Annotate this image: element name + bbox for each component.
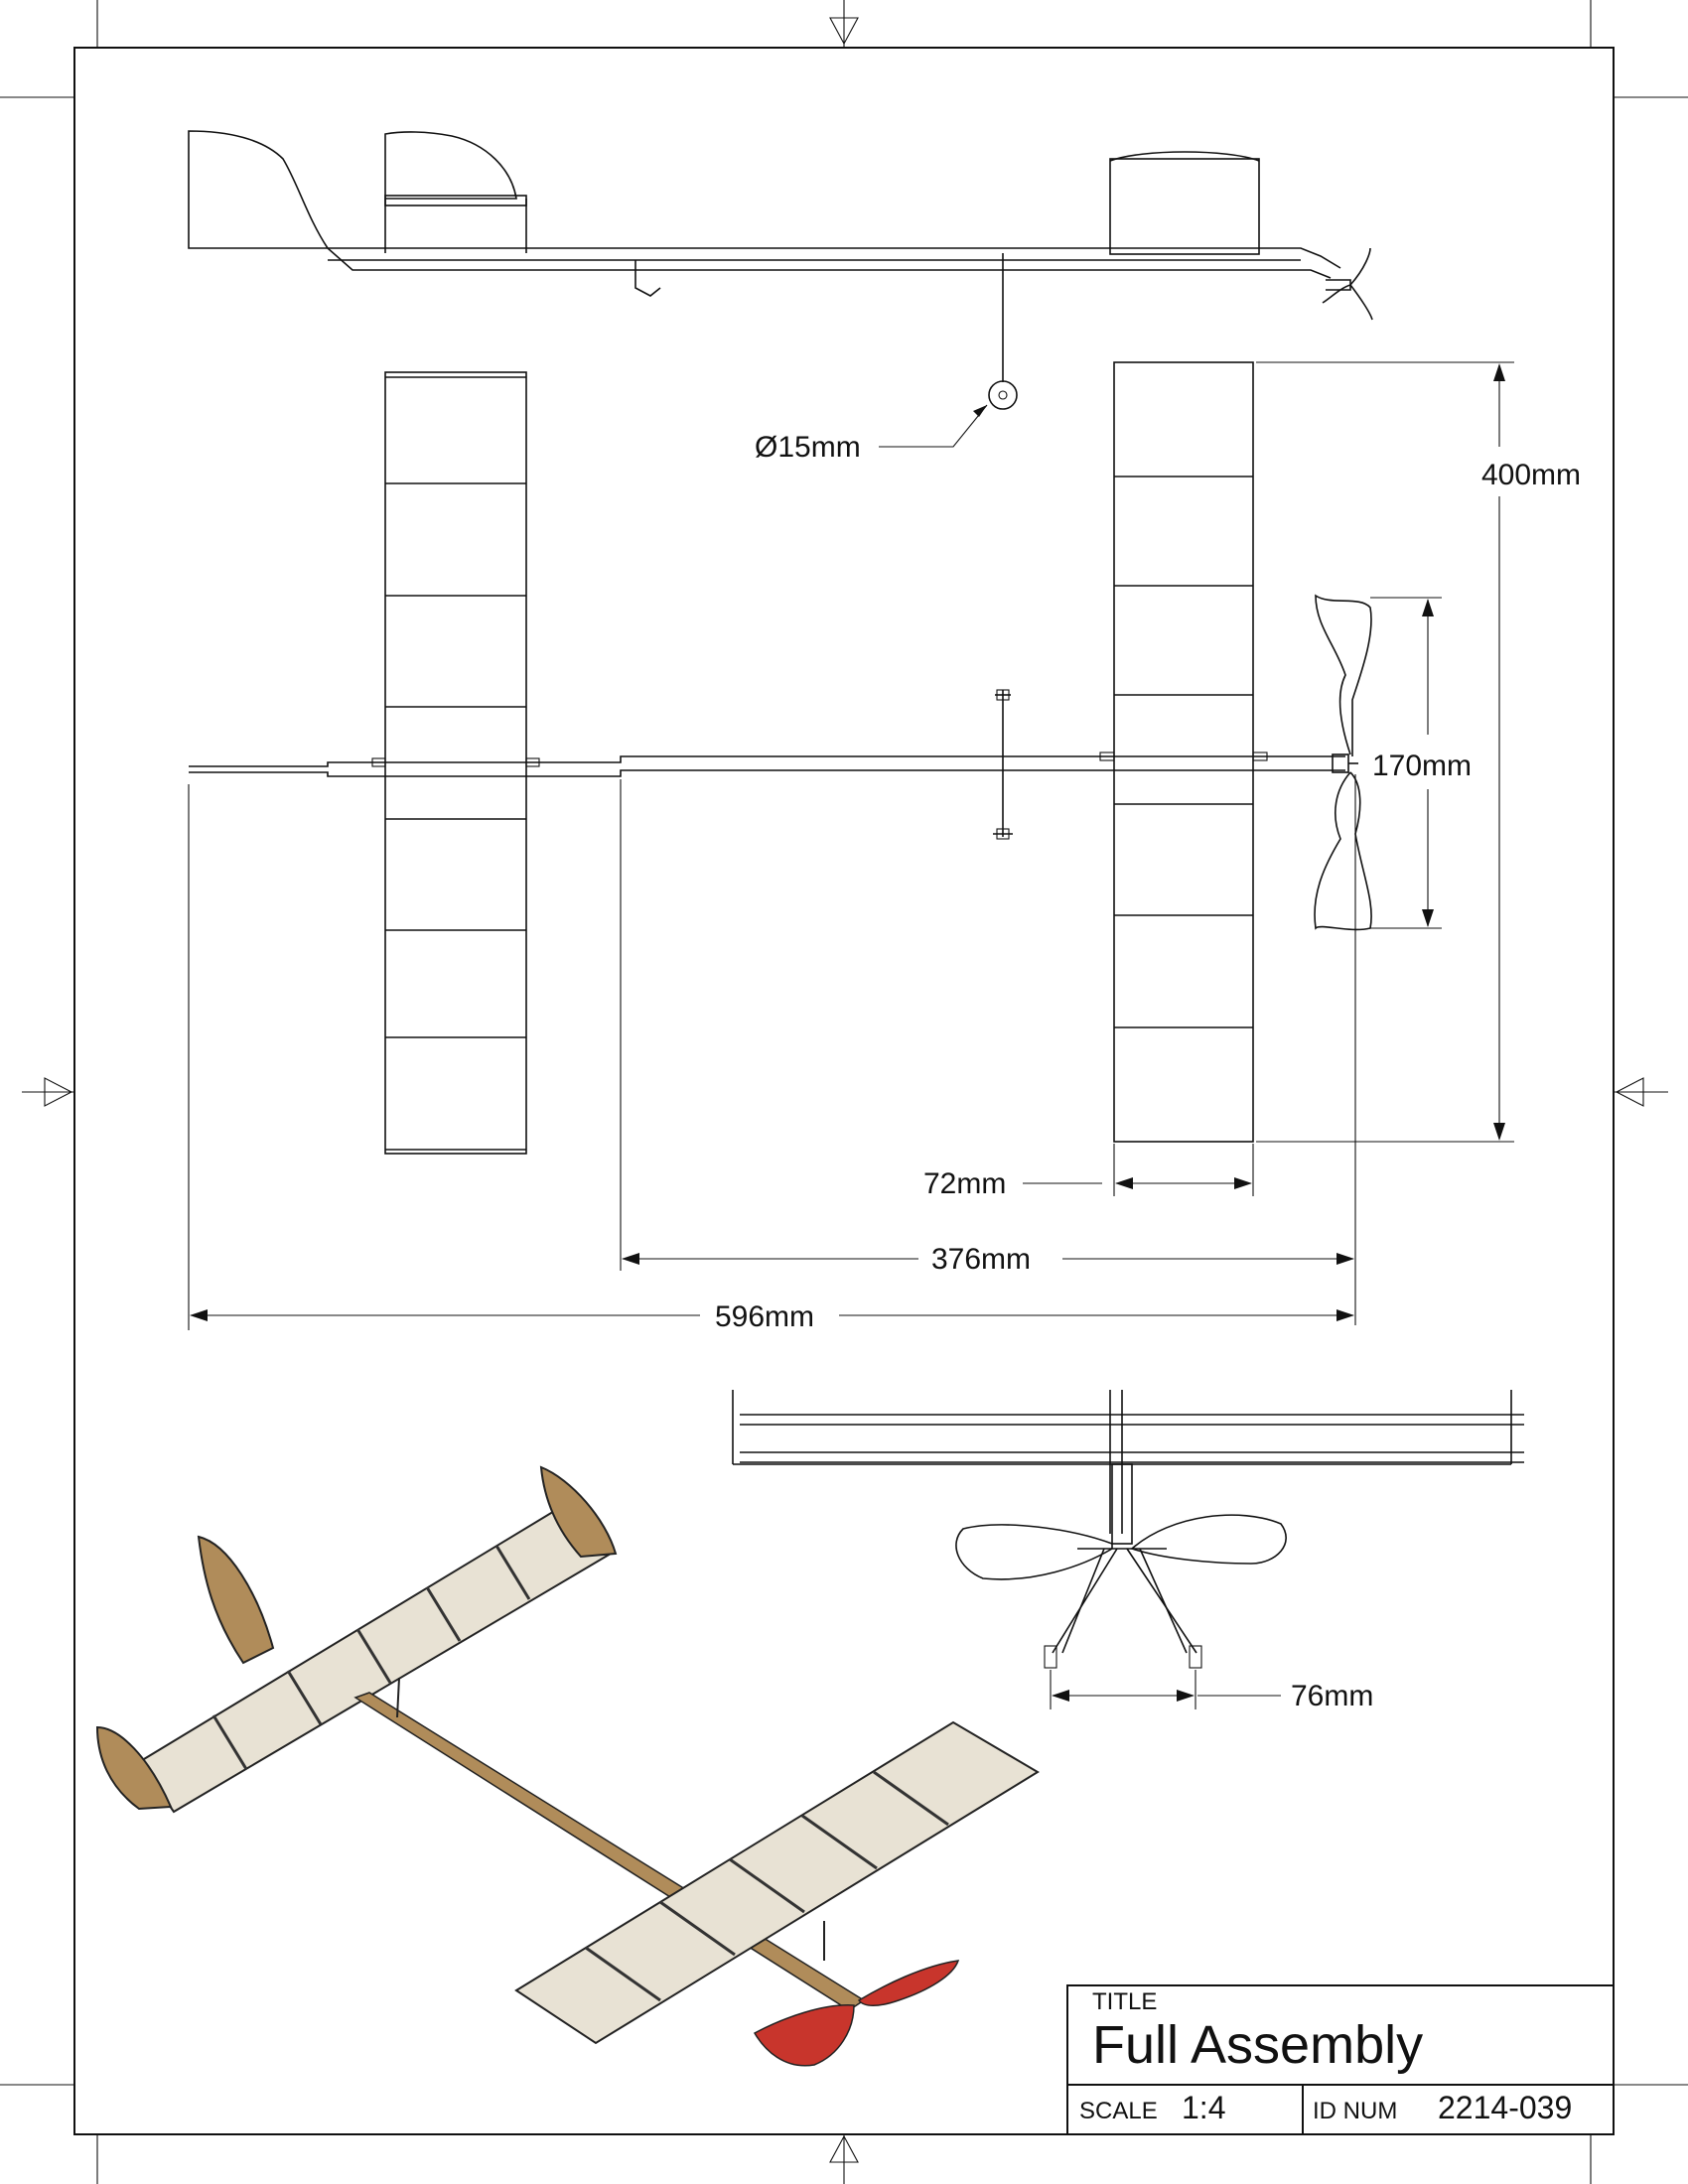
hub-diameter-label: Ø15mm bbox=[755, 431, 861, 464]
wing-chord-label: 72mm bbox=[923, 1167, 1006, 1200]
side-view bbox=[188, 130, 1373, 410]
dim-boom-length: 376mm bbox=[620, 774, 1356, 1325]
front-view bbox=[732, 1390, 1524, 1669]
prop-diameter-label: 170mm bbox=[1372, 750, 1472, 782]
overall-length-label: 596mm bbox=[715, 1300, 814, 1333]
id-num-value: 2214-039 bbox=[1438, 2090, 1572, 2125]
isometric-view bbox=[95, 1465, 1040, 2067]
centering-marks bbox=[22, 0, 1668, 2184]
wing-span-label: 400mm bbox=[1481, 459, 1581, 491]
front-wing-covering bbox=[514, 1720, 1040, 2045]
title-value: Full Assembly bbox=[1092, 2015, 1423, 2075]
propeller bbox=[753, 2004, 855, 2067]
boom-length-label: 376mm bbox=[931, 1243, 1031, 1276]
dim-overall-length: 596mm bbox=[188, 784, 1354, 1333]
plan-view bbox=[189, 361, 1372, 1155]
gear-track-label: 76mm bbox=[1291, 1680, 1373, 1712]
dim-wing-span: 400mm bbox=[1256, 361, 1581, 1143]
scale-value: 1:4 bbox=[1182, 2090, 1225, 2125]
dim-wing-chord: 72mm bbox=[923, 1144, 1254, 1200]
hub-callout: Ø15mm bbox=[755, 404, 988, 464]
dim-gear-track: 76mm bbox=[1050, 1670, 1373, 1712]
id-num-label: ID NUM bbox=[1313, 2098, 1397, 2124]
dim-prop-diameter: 170mm bbox=[1370, 597, 1472, 929]
title-block: TITLE Full Assembly SCALE 1:4 ID NUM 221… bbox=[1066, 1984, 1615, 2135]
rear-fin-left bbox=[95, 1725, 173, 1811]
front-wing bbox=[1113, 361, 1254, 1143]
scale-label: SCALE bbox=[1079, 2098, 1158, 2124]
rear-fin-right bbox=[539, 1465, 618, 1559]
fin-center bbox=[197, 1535, 275, 1665]
title-label: TITLE bbox=[1092, 1988, 1157, 2015]
